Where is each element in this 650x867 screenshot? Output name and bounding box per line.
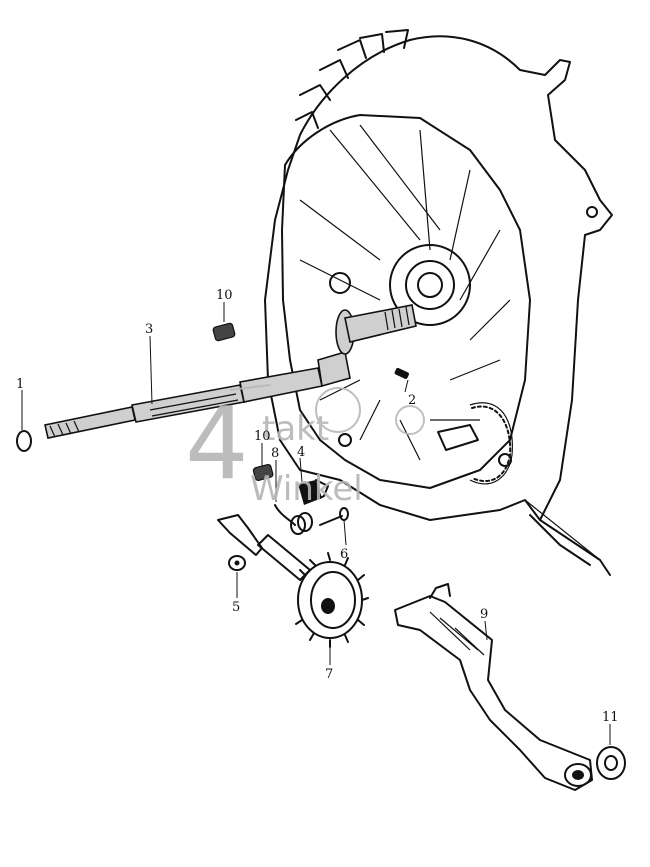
callout-1: 1 (16, 377, 24, 392)
ratchet-gear-part-7 (257, 534, 369, 648)
watermark-number: 4 (185, 385, 249, 502)
watermark-logo: 4 takt Winkel (185, 384, 425, 509)
callout-7: 7 (325, 667, 333, 682)
callout-11: 11 (602, 710, 619, 725)
callout-3: 3 (145, 322, 153, 337)
callout-2: 2 (408, 393, 416, 408)
pawl-part-4 (298, 479, 329, 505)
kick-arm-part-9 (394, 583, 593, 791)
leader-lines (21, 302, 611, 745)
washer-part-11 (596, 746, 626, 780)
callout-5: 5 (232, 600, 240, 615)
callout-10-lower: 10 (254, 429, 271, 444)
callout-6: 6 (340, 547, 348, 562)
callout-9: 9 (480, 607, 488, 622)
spring-part-8 (274, 504, 313, 535)
dowel-pin-upper (212, 322, 236, 342)
watermark-line2: Winkel (250, 469, 363, 509)
kick-starter-spindle (44, 304, 417, 439)
small-pin-part-2 (394, 367, 409, 379)
circlip-part-1 (16, 430, 32, 452)
stopper-arm-part-5 (217, 514, 263, 571)
callout-labels: 1 2 3 4 5 6 7 8 9 10 10 11 (16, 288, 619, 725)
dowel-pin-lower (252, 463, 274, 482)
callout-10-upper: 10 (216, 288, 233, 303)
callout-4: 4 (297, 445, 305, 460)
watermark-line1: takt (262, 409, 329, 449)
callout-8: 8 (271, 446, 279, 461)
engine-crankcase (264, 29, 613, 576)
